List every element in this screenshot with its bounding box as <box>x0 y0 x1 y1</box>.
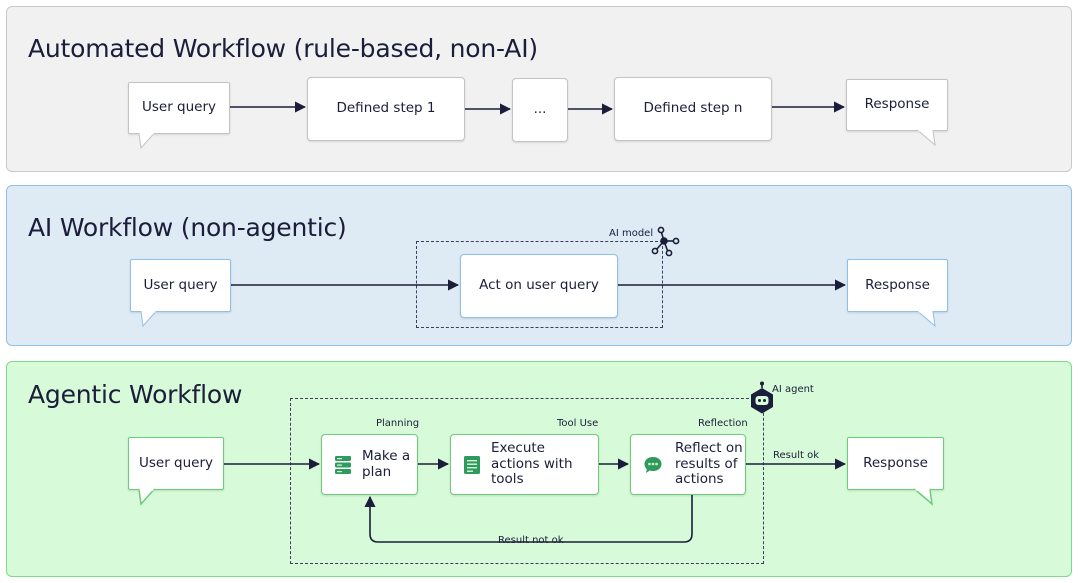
agentic-user-query-node: User query <box>128 437 224 490</box>
ai-response-node: Response <box>847 259 948 312</box>
ai-agent-boundary <box>290 398 764 564</box>
document-tools-icon <box>463 455 481 475</box>
chat-reflect-icon <box>643 455 663 475</box>
result-ok-label: Result ok <box>773 450 819 461</box>
agentic-workflow-title: Agentic Workflow <box>28 380 243 409</box>
reflection-stage-label: Reflection <box>698 418 748 429</box>
auto-defined-step-n-node: Defined step n <box>614 77 772 141</box>
auto-ellipsis-node: ... <box>512 78 568 142</box>
auto-user-query-node: User query <box>128 82 230 134</box>
agentic-response-node: Response <box>847 437 944 490</box>
ai-agent-label: AI agent <box>772 384 814 395</box>
auto-response-node: Response <box>846 79 948 131</box>
reflect-on-results-text: Reflect on results of actions <box>675 440 743 488</box>
result-not-ok-label: Result not ok <box>492 535 570 546</box>
tool-use-stage-label: Tool Use <box>557 418 599 429</box>
auto-defined-step-1-node: Defined step 1 <box>307 77 465 141</box>
ai-user-query-node: User query <box>130 259 231 312</box>
ai-act-on-user-query-node: Act on user query <box>460 254 618 318</box>
automated-workflow-title: Automated Workflow (rule-based, non-AI) <box>28 34 538 63</box>
reflect-on-results-node: Reflect on results of actions <box>630 434 746 495</box>
ai-workflow-title: AI Workflow (non-agentic) <box>28 213 347 242</box>
execute-actions-text: Execute actions with tools <box>491 440 573 488</box>
make-a-plan-text: Make a plan <box>362 447 411 480</box>
make-a-plan-node: Make a plan <box>321 434 418 495</box>
plan-stack-icon <box>334 455 352 475</box>
ai-agent-robot-icon <box>749 381 775 419</box>
execute-actions-node: Execute actions with tools <box>450 434 599 495</box>
ai-model-label: AI model <box>609 228 654 239</box>
planning-stage-label: Planning <box>376 418 420 429</box>
ai-model-network-icon <box>650 226 680 262</box>
